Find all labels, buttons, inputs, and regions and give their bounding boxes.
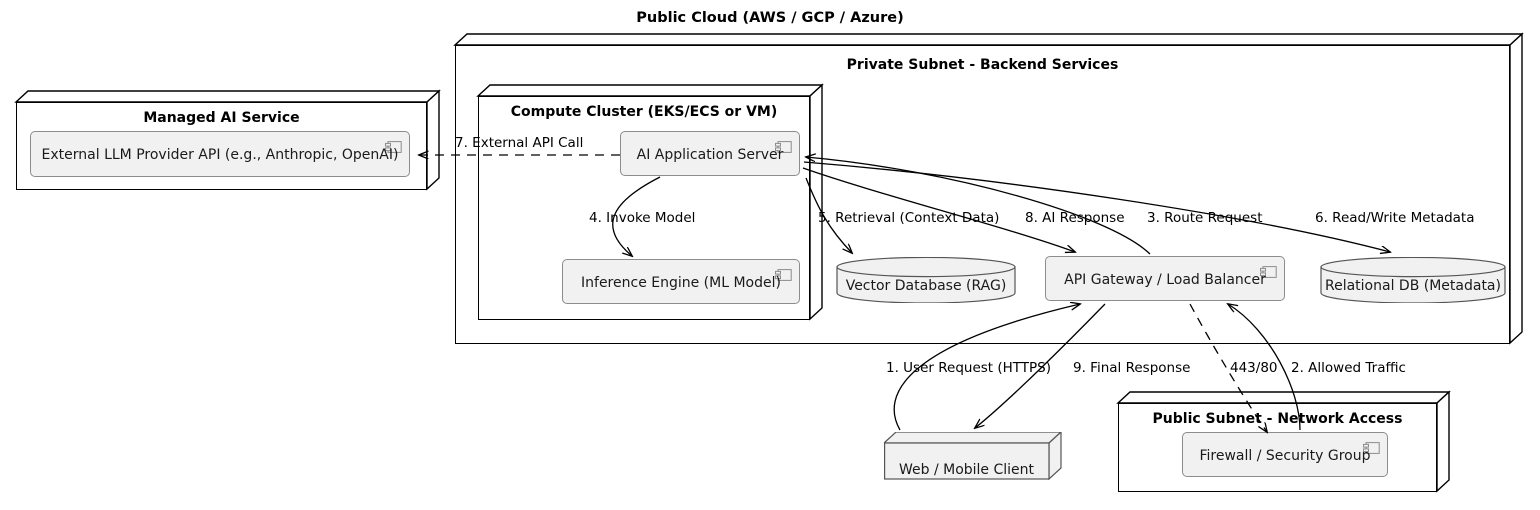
component-icon: [775, 138, 792, 153]
database-relational-db[interactable]: Relational DB (Metadata): [1320, 256, 1506, 304]
edge-label-443-80: 443/80: [1230, 360, 1278, 376]
component-inference-engine[interactable]: Inference Engine (ML Model): [562, 259, 800, 304]
database-label: Relational DB (Metadata): [1325, 278, 1501, 294]
managed-ai-service-title: Managed AI Service: [143, 110, 300, 126]
edge-label-ai-response: 8. AI Response: [1025, 210, 1125, 226]
edge-label-read-write-metadata: 6. Read/Write Metadata: [1315, 210, 1475, 226]
component-icon: [1363, 439, 1380, 454]
component-ai-application-server[interactable]: AI Application Server: [620, 131, 800, 176]
node-label: Web / Mobile Client: [898, 462, 1035, 478]
diagram-title: Public Cloud (AWS / GCP / Azure): [636, 10, 904, 26]
component-api-gateway[interactable]: API Gateway / Load Balancer: [1045, 256, 1285, 301]
edge-label-user-request-https: 1. User Request (HTTPS): [886, 360, 1052, 376]
node-web-mobile-client[interactable]: Web / Mobile Client: [884, 432, 1062, 480]
component-external-llm-provider-api[interactable]: External LLM Provider API (e.g., Anthrop…: [30, 131, 410, 177]
edge-label-invoke-model: 4. Invoke Model: [589, 210, 696, 226]
edge-label-allowed-traffic: 2. Allowed Traffic: [1291, 360, 1406, 376]
edge-label-final-response: 9. Final Response: [1073, 360, 1191, 376]
component-label: API Gateway / Load Balancer: [1064, 271, 1266, 288]
component-icon: [1260, 263, 1277, 278]
edge-label-route-request: 3. Route Request: [1147, 210, 1263, 226]
database-label: Vector Database (RAG): [845, 278, 1007, 294]
edge-label-retrieval-context-data: 5. Retrieval (Context Data): [818, 210, 1000, 226]
component-icon: [385, 138, 402, 153]
component-icon: [775, 266, 792, 281]
component-firewall-security-group[interactable]: Firewall / Security Group: [1182, 432, 1388, 477]
component-label: AI Application Server: [636, 146, 784, 163]
edge-label-external-api-call: 7. External API Call: [455, 135, 584, 151]
component-label: External LLM Provider API (e.g., Anthrop…: [41, 146, 399, 163]
component-label: Inference Engine (ML Model): [581, 274, 781, 291]
public-subnet-title: Public Subnet - Network Access: [1152, 411, 1403, 427]
database-vector-database[interactable]: Vector Database (RAG): [836, 256, 1016, 304]
private-subnet-title: Private Subnet - Backend Services: [846, 57, 1119, 73]
component-label: Firewall / Security Group: [1199, 447, 1371, 464]
compute-cluster-title: Compute Cluster (EKS/ECS or VM): [510, 104, 778, 120]
